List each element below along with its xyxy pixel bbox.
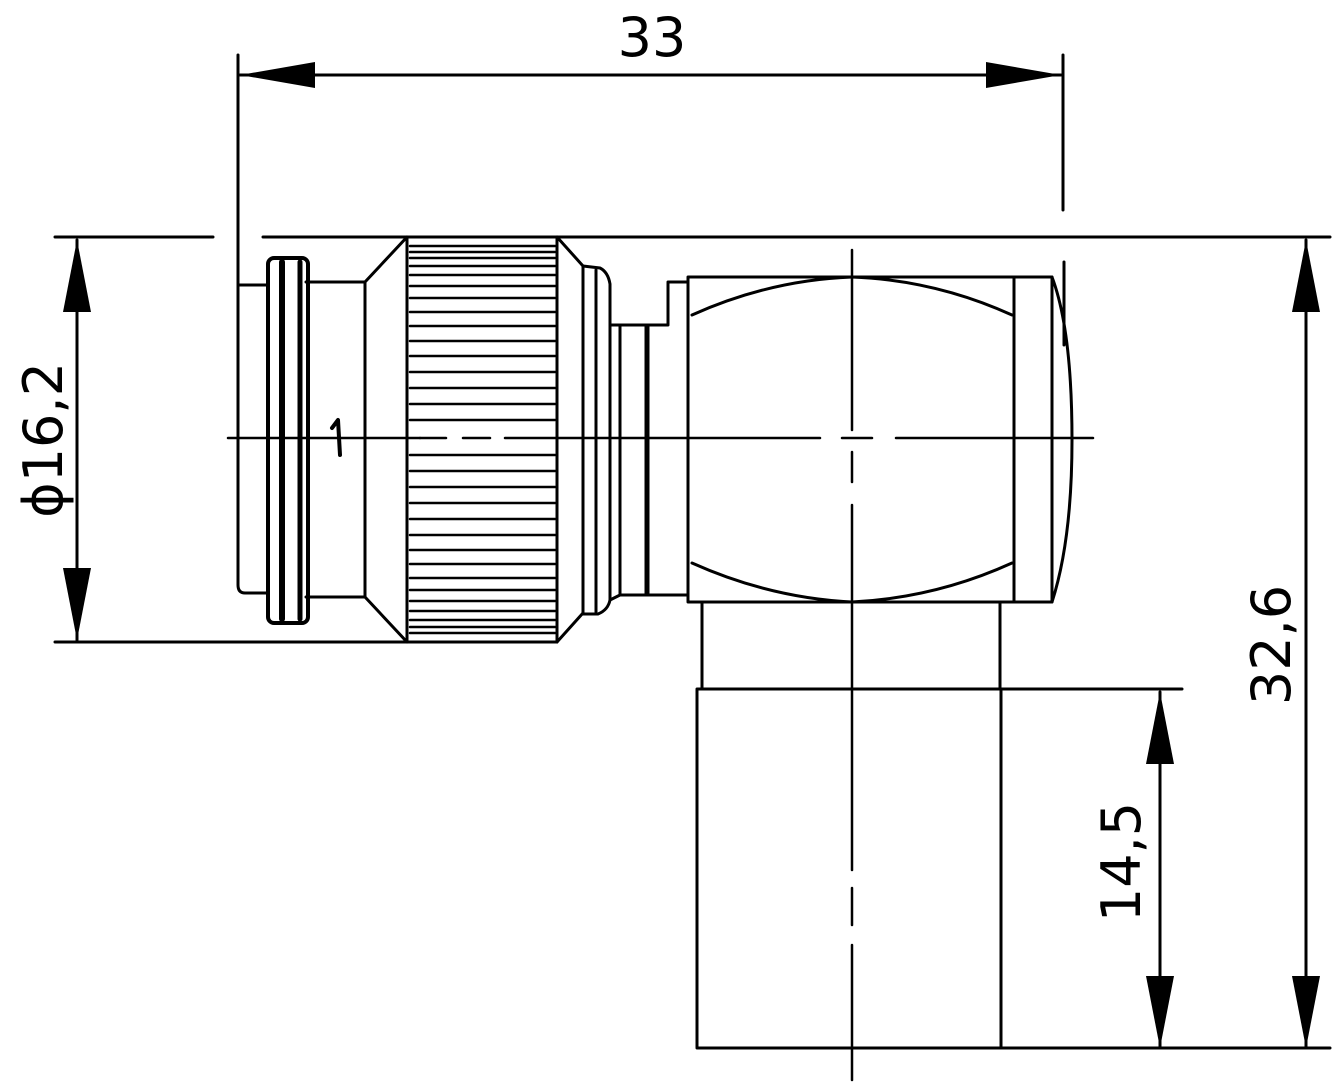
arrowhead-icon: [63, 568, 91, 640]
dimension-33: 33: [236, 6, 1065, 287]
arrowhead-icon: [1146, 692, 1174, 764]
arrowhead-icon: [1146, 976, 1174, 1048]
arrowhead-icon: [1292, 976, 1320, 1048]
arrowhead-icon: [986, 62, 1061, 88]
dimension-label-33: 33: [618, 6, 687, 69]
angle-housing: [686, 260, 1074, 604]
dimension-14-5: 14,5: [998, 687, 1184, 1050]
knurled-coupling-nut: [405, 235, 559, 644]
arrowhead-icon: [240, 62, 315, 88]
cable-entry-sleeve: [695, 600, 1332, 1050]
dimension-diameter: ϕ16,2: [12, 235, 412, 644]
centerlines: [226, 248, 1095, 1082]
connector-plug-front: [236, 235, 409, 644]
arrowhead-icon: [1292, 240, 1320, 312]
arrowhead-icon: [63, 240, 91, 312]
dimension-label-diameter: ϕ16,2: [12, 362, 75, 518]
dimension-label-32-6: 32,6: [1240, 585, 1303, 705]
connector-rear-rings: [555, 235, 690, 644]
dimension-label-14-5: 14,5: [1090, 802, 1153, 922]
